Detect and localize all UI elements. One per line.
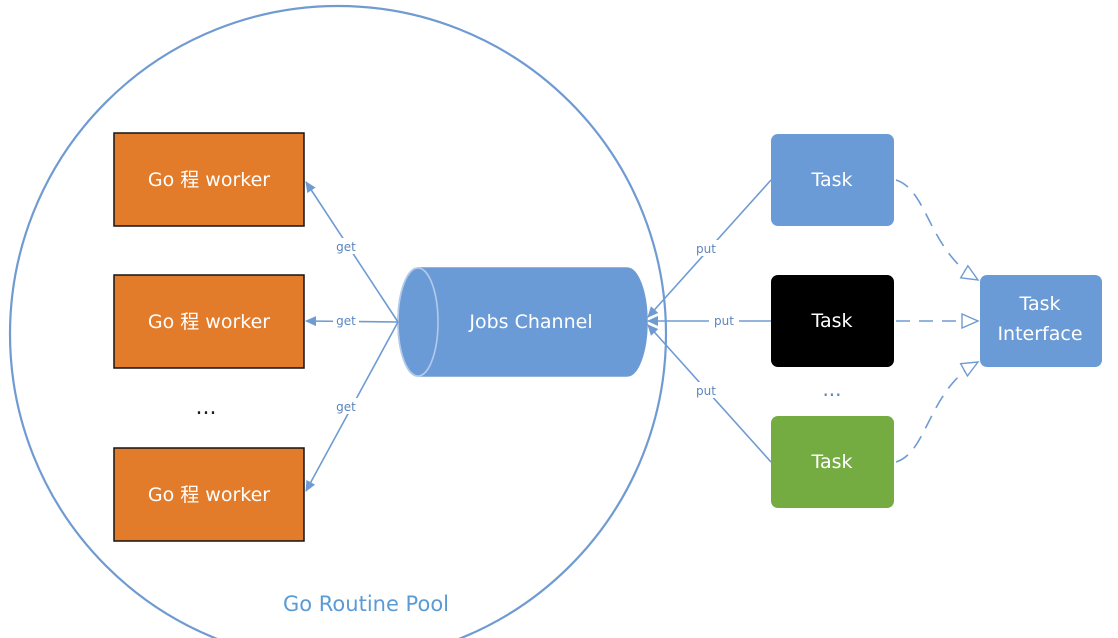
- jobs-channel-label: Jobs Channel: [468, 311, 592, 333]
- get-label-bg-1: [333, 238, 359, 254]
- get-label-bg-3: [333, 398, 359, 414]
- task-interface-label-line2: Interface: [997, 323, 1082, 345]
- get-label-bg-2: [333, 312, 359, 328]
- put-label-3: put: [696, 384, 716, 398]
- workers-ellipsis: ...: [196, 395, 217, 420]
- worker-1: Go 程 worker: [113, 132, 305, 227]
- worker-3: Go 程 worker: [113, 447, 305, 542]
- routine-pool-boundary: [8, 4, 668, 638]
- worker-2-label: Go 程 worker: [148, 311, 270, 333]
- task-1-label: Task: [810, 169, 852, 191]
- worker-3-label: Go 程 worker: [148, 484, 270, 506]
- implements-edge-1: [895, 179, 978, 280]
- task-3: Task: [771, 416, 894, 508]
- put-label-bg-1: [692, 240, 720, 256]
- task-2-label: Task: [810, 310, 852, 332]
- worker-1-label: Go 程 worker: [148, 169, 270, 191]
- get-label-3: get: [336, 400, 356, 414]
- worker-2: Go 程 worker: [113, 274, 305, 369]
- task-3-label: Task: [810, 451, 852, 473]
- task-2: Task: [771, 275, 894, 367]
- implements-edge-3: [895, 362, 978, 463]
- get-label-1: get: [336, 240, 356, 254]
- tasks-ellipsis: ...: [822, 377, 841, 401]
- put-label-bg-3: [692, 382, 720, 398]
- jobs-channel: Jobs Channel: [397, 267, 648, 377]
- task-interface: Task Interface: [980, 275, 1102, 367]
- pool-label: Go Routine Pool: [283, 592, 449, 616]
- get-label-2: get: [336, 314, 356, 328]
- put-label-1: put: [696, 242, 716, 256]
- put-label-bg-2: [709, 312, 739, 328]
- put-label-2: put: [714, 314, 734, 328]
- task-1: Task: [771, 134, 894, 226]
- task-interface-label-line1: Task: [1018, 293, 1060, 315]
